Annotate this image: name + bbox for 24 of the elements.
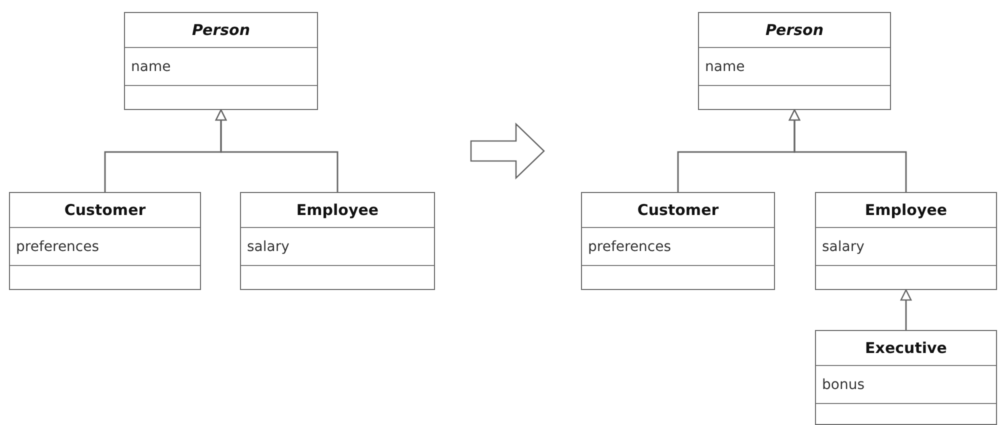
attribute-name: preferences xyxy=(588,238,672,254)
attribute-name: salary xyxy=(822,238,864,254)
class-name: Person xyxy=(765,21,824,39)
attribute-name: salary xyxy=(247,238,290,254)
class-name: Employee xyxy=(864,201,948,219)
generalization-arrow xyxy=(788,109,907,192)
attribute-name: name xyxy=(131,58,171,74)
class-box xyxy=(124,12,318,110)
class-box xyxy=(240,192,435,290)
generalization-arrow xyxy=(900,289,912,330)
class-name: Person xyxy=(192,21,250,39)
class-name: Customer xyxy=(637,201,719,219)
class-name: Customer xyxy=(64,201,146,219)
class-name: Executive xyxy=(865,339,947,357)
class-box xyxy=(581,192,775,290)
attribute-name: bonus xyxy=(822,376,864,392)
class-box xyxy=(815,192,997,290)
class-name: Employee xyxy=(296,201,379,219)
class-box xyxy=(9,192,201,290)
class-box xyxy=(815,330,997,425)
generalization-arrow xyxy=(215,109,338,192)
class-box xyxy=(698,12,891,110)
attribute-name: preferences xyxy=(16,238,100,254)
attribute-name: name xyxy=(705,58,745,74)
